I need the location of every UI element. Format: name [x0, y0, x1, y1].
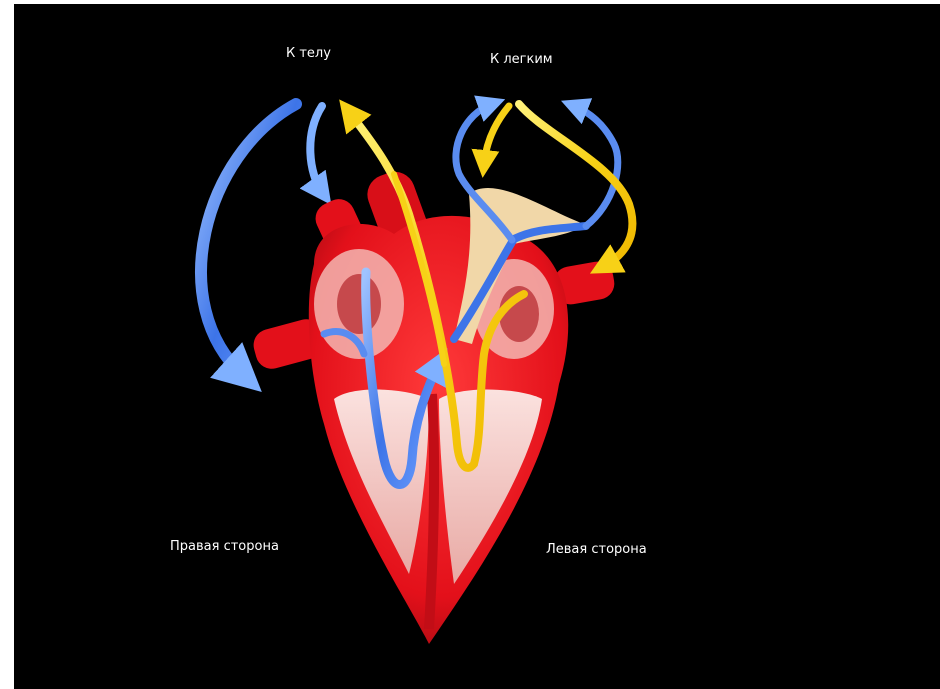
slide-canvas: К телу К легким Правая сторона Левая сто…	[14, 4, 940, 689]
label-right-side: Правая сторона	[170, 539, 279, 554]
heart-body	[309, 216, 568, 644]
oxygenated-blood-arrow	[519, 104, 632, 266]
oxygenated-blood-arrow	[484, 106, 509, 164]
heart-diagram	[14, 4, 940, 689]
label-to-body: К телу	[286, 46, 331, 61]
label-to-lungs: К легким	[490, 52, 553, 67]
deoxygenated-blood-arrow	[310, 106, 322, 192]
label-left-side: Левая сторона	[546, 542, 647, 557]
